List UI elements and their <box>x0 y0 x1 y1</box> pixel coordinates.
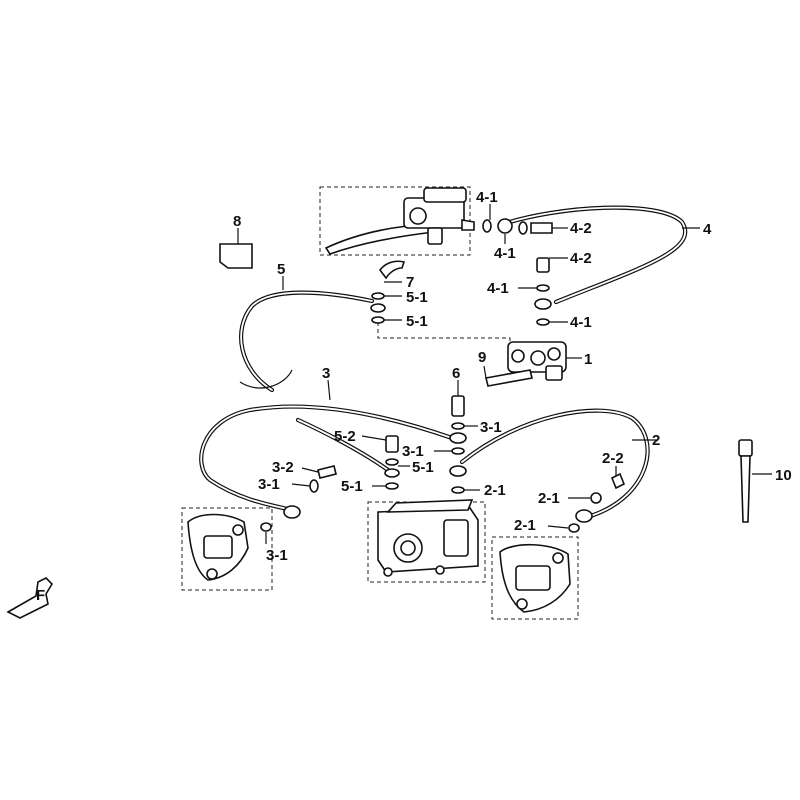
callout-5-1: 5-1 <box>406 289 428 306</box>
hose-5 <box>239 290 375 393</box>
callout-7: 7 <box>406 274 414 291</box>
part-8-label <box>219 228 253 269</box>
tie-head <box>738 439 753 457</box>
callout-3-1: 3-1 <box>480 419 502 436</box>
fittings <box>260 218 626 533</box>
sticker-8 <box>219 243 253 269</box>
right-caliper <box>499 543 571 613</box>
three-way-joint <box>485 341 567 387</box>
callout-8: 8 <box>233 213 241 230</box>
bolt-3-2 <box>317 465 337 479</box>
callout-5-1: 5-1 <box>406 313 428 330</box>
washer-2-1-a <box>451 486 465 494</box>
callout-3-2: 3-2 <box>272 459 294 476</box>
callout-4-1: 4-1 <box>570 314 592 331</box>
box-left-caliper <box>181 507 273 591</box>
washer-5-1-a <box>371 292 385 300</box>
front-direction-marker: F <box>6 577 54 619</box>
washer-4-1-b <box>518 221 528 235</box>
callout-6: 6 <box>452 365 460 382</box>
washer-4-1-c <box>536 284 550 292</box>
callout-9: 9 <box>478 349 486 366</box>
washer-5-1-c <box>385 458 399 466</box>
front-arrow-icon <box>6 577 54 619</box>
bolt-6 <box>451 395 465 417</box>
callout-2-2: 2-2 <box>602 450 624 467</box>
box-right-caliper <box>491 536 579 620</box>
callout-1: 1 <box>584 351 592 368</box>
part-10-cable-tie <box>738 439 772 523</box>
callout-4-1: 4-1 <box>476 189 498 206</box>
fitting-7 <box>378 260 406 280</box>
banjo-3-a <box>449 432 467 444</box>
callout-4-1: 4-1 <box>487 280 509 297</box>
banjo-5-b <box>384 468 400 478</box>
brake-hoses <box>199 205 688 521</box>
bolt-5-2 <box>385 435 399 453</box>
washer-4-1-d <box>536 318 550 326</box>
callout-4: 4 <box>703 221 712 238</box>
washer-2-1-c <box>568 523 580 533</box>
banjo-2-a <box>449 465 467 477</box>
lever-pivot <box>409 207 427 225</box>
banjo-4-a <box>497 218 513 234</box>
callout-5-2: 5-2 <box>334 428 356 445</box>
callout-2-1: 2-1 <box>484 482 506 499</box>
washer-3-1-b <box>451 447 465 455</box>
callout-2-1: 2-1 <box>538 490 560 507</box>
lever-switch <box>427 227 443 245</box>
washer-3-1-c <box>309 479 319 493</box>
banjo-outlet <box>461 219 475 231</box>
banjo-2-b <box>575 509 593 523</box>
banjo-4-b <box>534 298 552 310</box>
washer-5-1-b <box>371 316 385 324</box>
callout-5-1: 5-1 <box>412 459 434 476</box>
callout-10: 10 <box>775 467 792 484</box>
reservoir-cap <box>423 187 467 203</box>
left-caliper <box>187 513 249 581</box>
tie-strap <box>740 455 751 523</box>
banjo-5-a <box>370 303 386 313</box>
callout-3-1: 3-1 <box>266 547 288 564</box>
callout-3-1: 3-1 <box>258 476 280 493</box>
bolt-9 <box>485 369 533 387</box>
washer-3-1-a <box>451 422 465 430</box>
washer-2-1-b <box>590 492 602 504</box>
callout-5: 5 <box>277 261 285 278</box>
callout-3-1: 3-1 <box>402 443 424 460</box>
callout-5-1: 5-1 <box>341 478 363 495</box>
callout-3: 3 <box>322 365 330 382</box>
front-letter: F <box>36 587 45 604</box>
callout-4-2: 4-2 <box>570 250 592 267</box>
callout-2-1: 2-1 <box>514 517 536 534</box>
bolt-2-2 <box>610 472 626 490</box>
callout-2: 2 <box>652 432 660 449</box>
callout-4-1: 4-1 <box>494 245 516 262</box>
abs-modulator <box>377 499 479 577</box>
bolt-4-2-a <box>530 222 553 234</box>
link-dash-5 <box>377 322 511 345</box>
bolt-4-2-b <box>536 257 550 273</box>
banjo-3-b <box>283 505 301 519</box>
leader-lines <box>265 204 700 544</box>
washer-4-1-a <box>482 219 492 233</box>
washer-5-1-d <box>385 482 399 490</box>
callout-labels: 8 4-1 4-2 4-1 4 4-2 5 7 4-1 5-1 5-1 4-1 … <box>233 189 792 564</box>
callout-4-2: 4-2 <box>570 220 592 237</box>
brake-lever-assembly <box>324 187 475 255</box>
washer-3-1-d <box>260 522 272 532</box>
